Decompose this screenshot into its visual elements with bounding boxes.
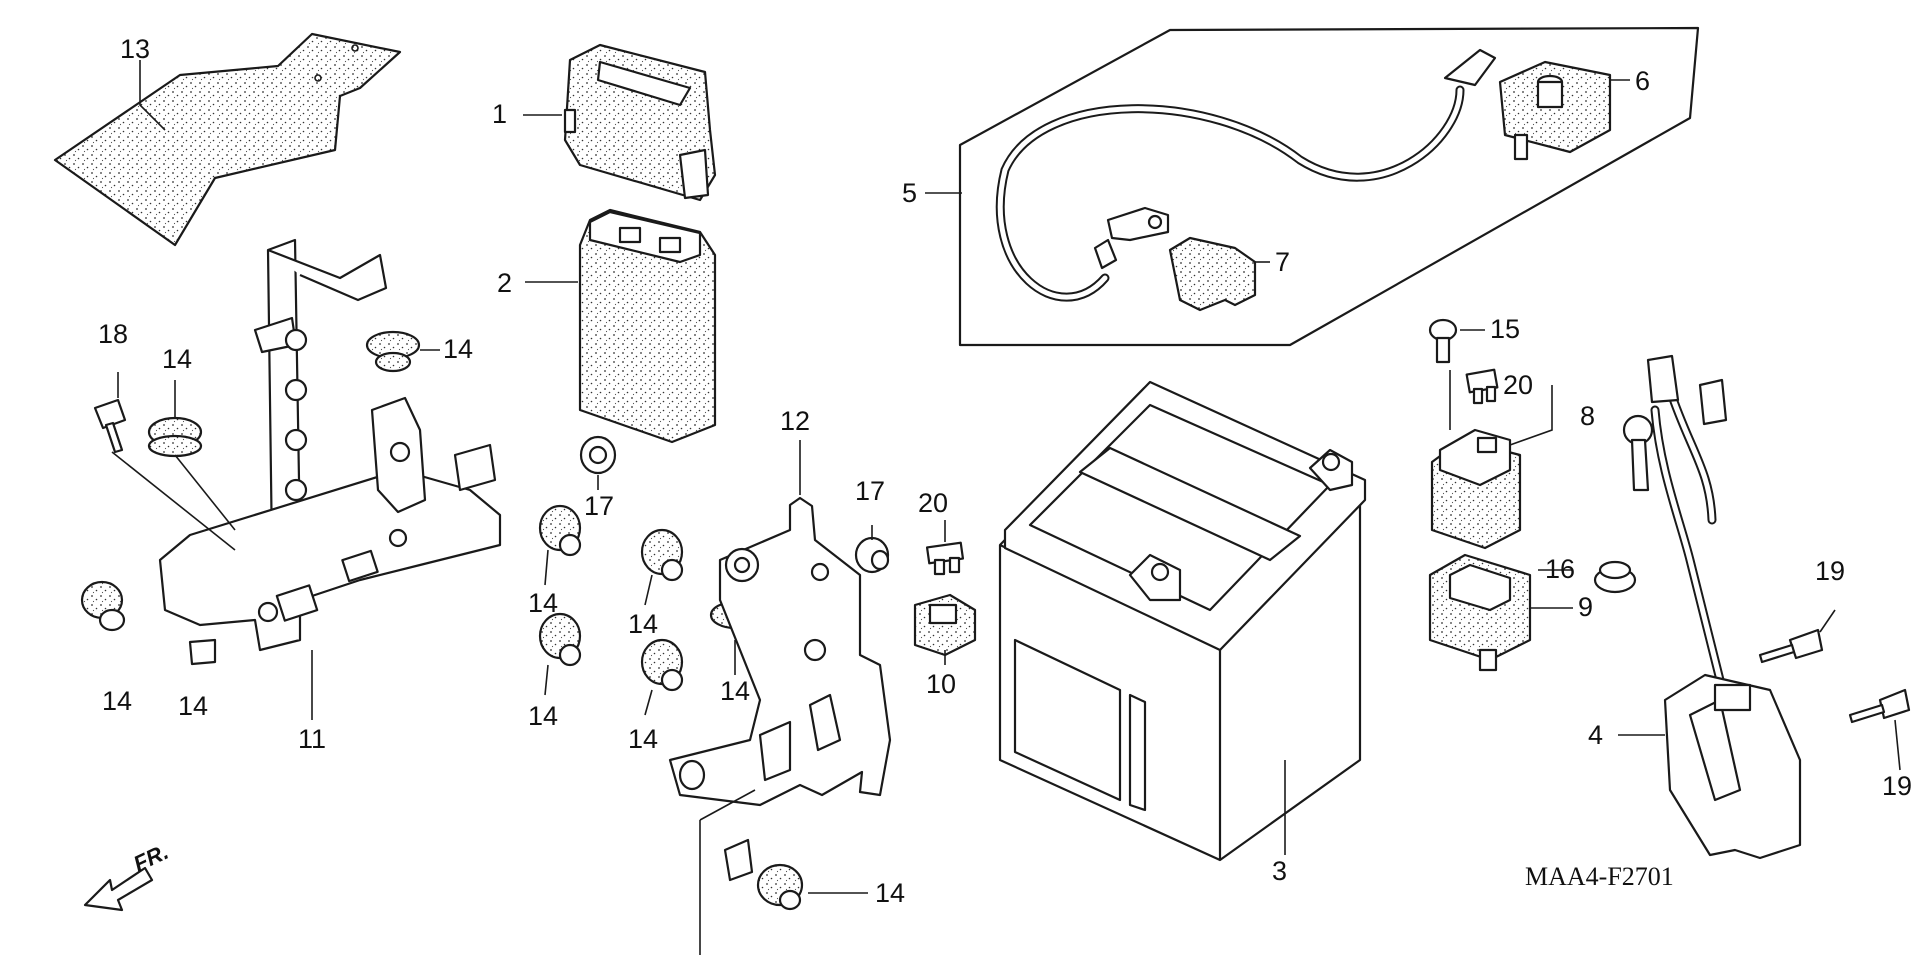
part-10-fuse-holder (913, 593, 977, 657)
callout-14: 14 (875, 878, 905, 908)
part-1-cover (563, 43, 717, 202)
callout-3: 3 (1272, 856, 1287, 886)
callout-14: 14 (628, 609, 658, 639)
callout-14: 14 (528, 588, 558, 618)
part-11-battery-tray (158, 238, 502, 666)
callout-14: 14 (102, 686, 132, 716)
callout-5: 5 (902, 178, 917, 208)
callout-4: 4 (1588, 720, 1603, 750)
callout-6: 6 (1635, 66, 1650, 96)
drawing-code: MAA4-F2701 (1525, 862, 1674, 891)
part-17-nut (579, 435, 617, 475)
callout-14: 14 (528, 701, 558, 731)
part-12-mount-plate (668, 496, 892, 955)
part-14-grommet (538, 504, 582, 557)
callout-15: 15 (1490, 314, 1520, 344)
part-14-grommet (640, 638, 684, 692)
callouts: 13 1 2 18 14 14 17 14 14 14 14 14 11 12 … (98, 34, 1912, 908)
part-17-nut (854, 536, 890, 574)
part-6-connector (1498, 60, 1612, 161)
callout-17: 17 (855, 476, 885, 506)
callout-13: 13 (120, 34, 150, 64)
callout-10: 10 (926, 669, 956, 699)
leader-lines (117, 60, 1901, 894)
part-20-fuse (925, 541, 965, 576)
callout-16: 16 (1545, 554, 1575, 584)
callout-20: 20 (1503, 370, 1533, 400)
callout-2: 2 (497, 268, 512, 298)
part-14-grommet (756, 863, 804, 911)
callout-1: 1 (492, 99, 507, 129)
part-14-grommet (640, 528, 684, 582)
callout-7: 7 (1275, 247, 1290, 277)
callout-17: 17 (584, 491, 614, 521)
callout-8: 8 (1580, 401, 1595, 431)
front-direction-marker: FR. (83, 839, 173, 912)
part-15-screw (1428, 318, 1458, 364)
part-20-fuse (1465, 368, 1499, 405)
callout-14: 14 (162, 344, 192, 374)
callout-14: 14 (443, 334, 473, 364)
part-14-grommet (365, 330, 421, 373)
front-marker-label: FR. (130, 839, 173, 877)
callout-14: 14 (720, 676, 750, 706)
part-14-grommet (538, 612, 582, 667)
part-8-relay (1430, 370, 1553, 550)
part-18-bolt (93, 398, 236, 551)
part-13-mat (53, 32, 402, 247)
callout-14: 14 (628, 724, 658, 754)
callout-14: 14 (178, 691, 208, 721)
callout-20: 20 (918, 488, 948, 518)
callout-18: 18 (98, 319, 128, 349)
callout-11: 11 (298, 724, 326, 754)
part-16-clamp (1593, 560, 1637, 594)
part-19-bolt (1848, 688, 1911, 724)
part-4-regulator-rectifier (1622, 354, 1802, 860)
callout-9: 9 (1578, 592, 1593, 622)
part-14-grommet (80, 580, 126, 632)
part-3-battery (998, 380, 1367, 862)
part-2-fuse-box (578, 208, 717, 444)
callout-19: 19 (1815, 556, 1845, 586)
part-19-bolt (1758, 628, 1824, 664)
callout-12: 12 (780, 406, 810, 436)
callout-19: 19 (1882, 771, 1912, 801)
part-9-relay-socket (1428, 553, 1532, 672)
part-14-grommet (147, 416, 236, 531)
part-7-terminal-cap (1168, 236, 1257, 312)
